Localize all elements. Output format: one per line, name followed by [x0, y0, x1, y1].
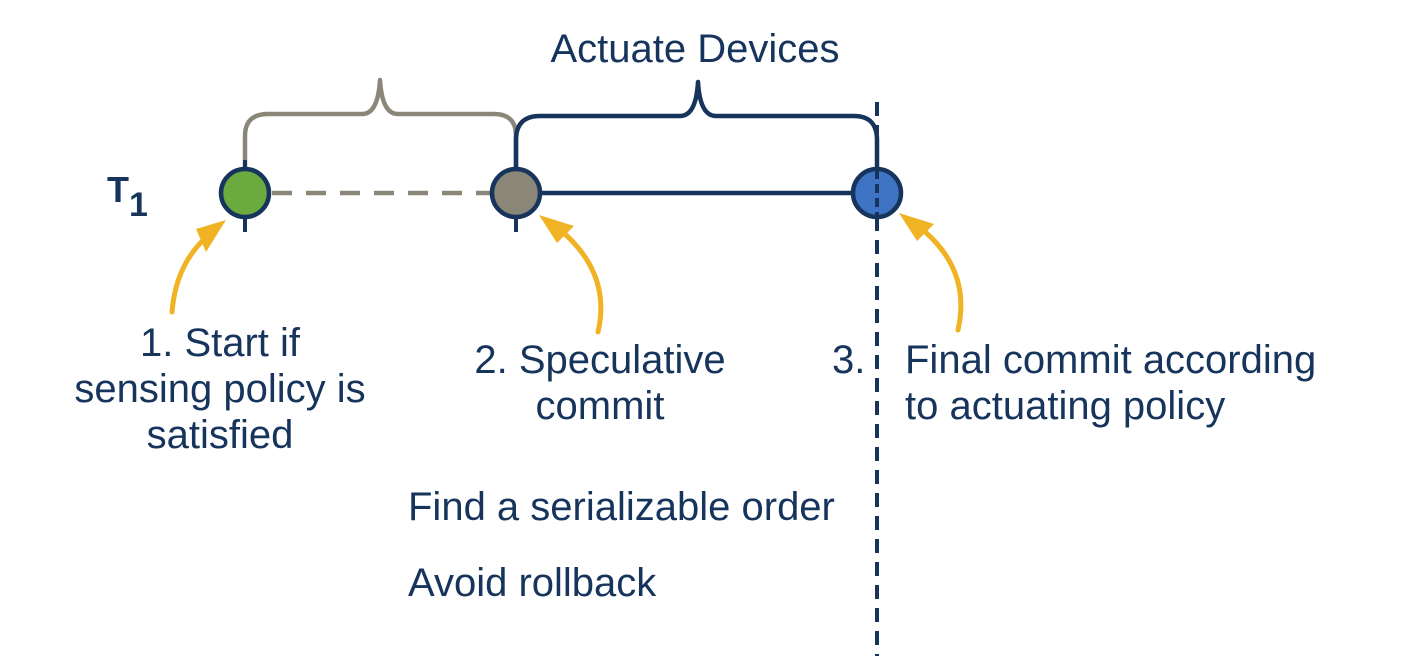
step-final-label: Final commit according to actuating poli…	[905, 338, 1317, 428]
serializable-order-note: Find a serializable order	[408, 485, 835, 529]
speculative-arrow-icon	[539, 215, 604, 335]
start-node	[218, 166, 272, 220]
actuate-devices-label: Actuate Devices	[550, 27, 840, 71]
step-start-label: 1. Start if sensing policy is satisfied	[74, 321, 366, 457]
timeline-label-subscript: 1	[129, 186, 148, 224]
sensing-phase-brace	[242, 77, 519, 168]
timeline-label: T1	[107, 169, 148, 225]
speculative-commit-node	[489, 166, 543, 220]
start-arrow-icon	[169, 220, 226, 315]
timeline-label-main: T	[107, 169, 129, 210]
actuate-devices-brace	[513, 79, 880, 168]
avoid-rollback-note: Avoid rollback	[408, 561, 657, 605]
final-commit-arrow-icon	[899, 213, 964, 333]
step-speculative-label: 2. Speculative commit	[474, 338, 726, 428]
step-final-number: 3.	[832, 338, 866, 382]
